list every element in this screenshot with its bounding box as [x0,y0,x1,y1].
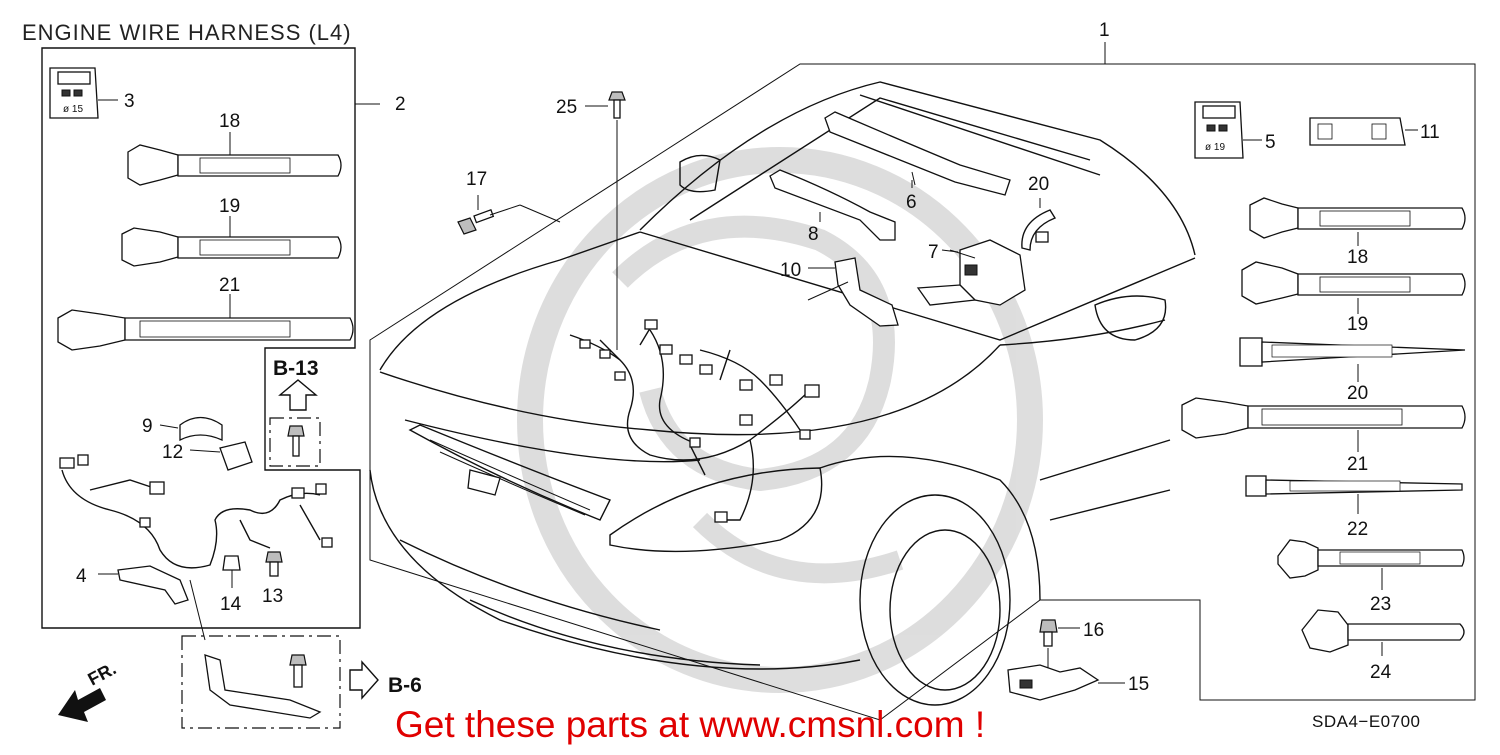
right-clip-21[interactable] [1181,397,1466,439]
part-13-bolt[interactable] [265,551,283,577]
part-5-grommet[interactable] [1194,101,1262,159]
part-7-relay-box[interactable] [916,239,1026,306]
callout-20-top: 20 [1028,174,1049,195]
part-9-clamp[interactable] [159,416,223,442]
callout-13: 13 [262,586,283,607]
right-cable-tie-20[interactable] [1239,337,1466,367]
callout-23: 23 [1370,594,1391,615]
engine-wire-harness[interactable] [569,319,820,523]
diagram-title: ENGINE WIRE HARNESS (L4) [22,20,352,45]
callout-4: 4 [76,566,87,587]
callout-18-left: 18 [219,111,240,132]
callout-6: 6 [906,192,917,213]
b13-reference [269,379,321,467]
callout-14: 14 [220,594,242,615]
part-14-nut[interactable] [222,555,241,588]
callout-21-left: 21 [219,275,240,296]
section-ref-b6: B-6 [388,674,422,697]
callout-15: 15 [1128,674,1149,695]
grommet-right-marking: ø 19 [1205,142,1225,153]
callout-19-left: 19 [219,196,240,217]
left-panel [41,47,380,629]
diagram-code: SDA4−E0700 [1312,712,1421,731]
main-assembly-frame [369,42,1476,721]
part-4-bracket[interactable] [98,565,206,641]
callout-labels: 1 2 3 4 5 6 7 8 9 10 11 12 13 14 15 16 1… [76,20,1440,695]
car-body-outline [369,81,1196,706]
callout-7: 7 [928,242,939,263]
sub-harness[interactable] [59,454,333,569]
callout-25: 25 [556,97,577,118]
callout-1: 1 [1099,20,1110,41]
part-24-clip[interactable] [1301,609,1465,656]
part-20-cable-tie[interactable] [1021,209,1057,251]
front-direction-arrow [58,688,106,722]
callout-11: 11 [1420,122,1440,143]
section-ref-b13: B-13 [273,357,319,380]
right-clip-18[interactable] [1249,197,1466,239]
right-clip-19[interactable] [1241,261,1466,305]
left-clip-19[interactable] [121,227,342,267]
part-15-bracket[interactable] [1007,664,1125,701]
leader-lines [229,132,1359,514]
front-direction-label: FR. [84,658,119,689]
callout-19-right: 19 [1347,314,1368,335]
left-clip-18[interactable] [127,144,342,186]
grommet-left-marking: ø 15 [63,104,83,115]
part-16-bolt[interactable] [1039,619,1080,672]
callout-10: 10 [780,260,801,281]
callout-9: 9 [142,416,153,437]
callout-8: 8 [808,224,819,245]
callout-20-right: 20 [1347,383,1368,404]
b6-bracket-box [181,635,379,729]
part-23-clip[interactable] [1277,539,1465,590]
part-11-clip[interactable] [1309,117,1418,146]
callout-17: 17 [466,169,487,190]
callout-16: 16 [1083,620,1104,641]
part-8-bracket[interactable] [769,169,896,241]
callout-12: 12 [162,442,183,463]
callout-21-right: 21 [1347,454,1368,475]
part-17-bolt[interactable] [457,195,561,235]
part-6-bracket[interactable] [824,111,1011,196]
part-12-connector[interactable] [189,441,253,471]
callout-2: 2 [395,94,406,115]
left-clip-21[interactable] [57,309,354,351]
part-3-grommet[interactable] [49,67,118,119]
watermark-logo [517,147,1043,693]
part-25-bolt[interactable] [585,91,626,350]
footer-banner[interactable]: Get these parts at www.cmsnl.com ! [395,704,986,745]
callout-18-right: 18 [1347,247,1368,268]
callout-3: 3 [124,91,135,112]
callout-24: 24 [1370,662,1392,683]
part-22-cable-tie[interactable] [1245,475,1463,497]
callout-22: 22 [1347,519,1368,540]
part-10-bracket[interactable] [807,257,899,327]
callout-5: 5 [1265,132,1276,153]
